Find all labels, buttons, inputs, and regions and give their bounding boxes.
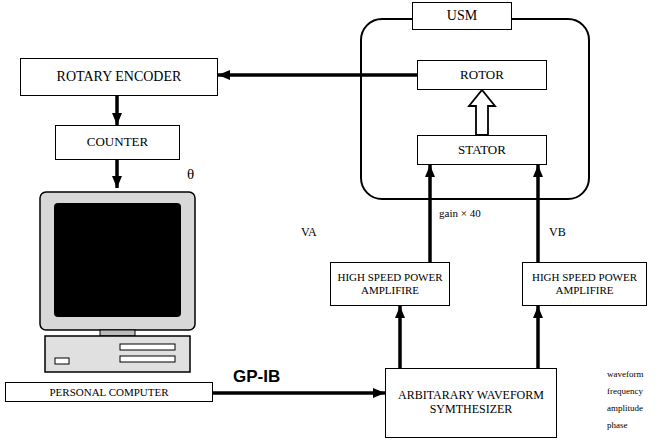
- box-label: HIGH SPEED POWER AMPLIFIRE: [527, 271, 642, 296]
- signal-arrow: [115, 96, 119, 125]
- box-label: ROTOR: [460, 68, 504, 83]
- monitor-neck: [100, 330, 135, 336]
- signal-parameter: phase: [606, 421, 629, 431]
- computer-node: PERSONAL COMPUTER: [5, 188, 213, 402]
- signal-arrow: [428, 165, 432, 262]
- signal-arrow: [536, 306, 540, 368]
- signal-parameter: amplitude: [606, 404, 644, 414]
- signal-parameter: frequency: [606, 387, 644, 397]
- amplifier-box: HIGH SPEED POWER AMPLIFIRE: [330, 262, 450, 306]
- signal-arrow: [213, 391, 385, 395]
- box-label: ROTARY ENCODER: [57, 69, 182, 85]
- motor-housing: ROTORSTATORUSM: [360, 18, 590, 200]
- signal-arrow: [115, 160, 119, 188]
- box-label: STATOR: [458, 143, 506, 158]
- motor-label-tab: USM: [412, 2, 512, 30]
- amplifier-box: HIGH SPEED POWER AMPLIFIRE: [522, 262, 647, 306]
- edge-label: θ: [186, 166, 195, 183]
- synthesizer-box: ARBITARARY WAVEFORM SYMTHESIZER: [385, 368, 557, 438]
- signal-parameter: waveform: [606, 370, 644, 380]
- drive-slot: [120, 344, 175, 350]
- signal-arrow: [398, 306, 402, 368]
- counter-box: COUNTER: [55, 125, 180, 160]
- signal-arrow: [218, 73, 417, 77]
- box-label: COUNTER: [87, 135, 148, 150]
- power-button: [55, 358, 69, 364]
- gain-note: gain × 40: [438, 207, 482, 219]
- computer-label: PERSONAL COMPUTER: [5, 382, 213, 402]
- edge-label: VB: [548, 226, 567, 239]
- rotor-box: ROTOR: [417, 60, 547, 90]
- drive-arrow: [469, 90, 495, 135]
- drive-slot: [120, 356, 175, 362]
- monitor-case: [40, 192, 195, 330]
- box-label: HIGH SPEED POWER AMPLIFIRE: [335, 271, 445, 296]
- edge-label: GP-IB: [232, 368, 281, 387]
- edge-label: VA: [300, 226, 318, 239]
- computer-case: [45, 336, 190, 372]
- signal-arrow: [536, 165, 540, 262]
- box-label: ARBITARARY WAVEFORM SYMTHESIZER: [390, 389, 552, 417]
- stator-box: STATOR: [417, 135, 547, 165]
- monitor-screen: [54, 203, 181, 317]
- encoder-box: ROTARY ENCODER: [20, 58, 218, 96]
